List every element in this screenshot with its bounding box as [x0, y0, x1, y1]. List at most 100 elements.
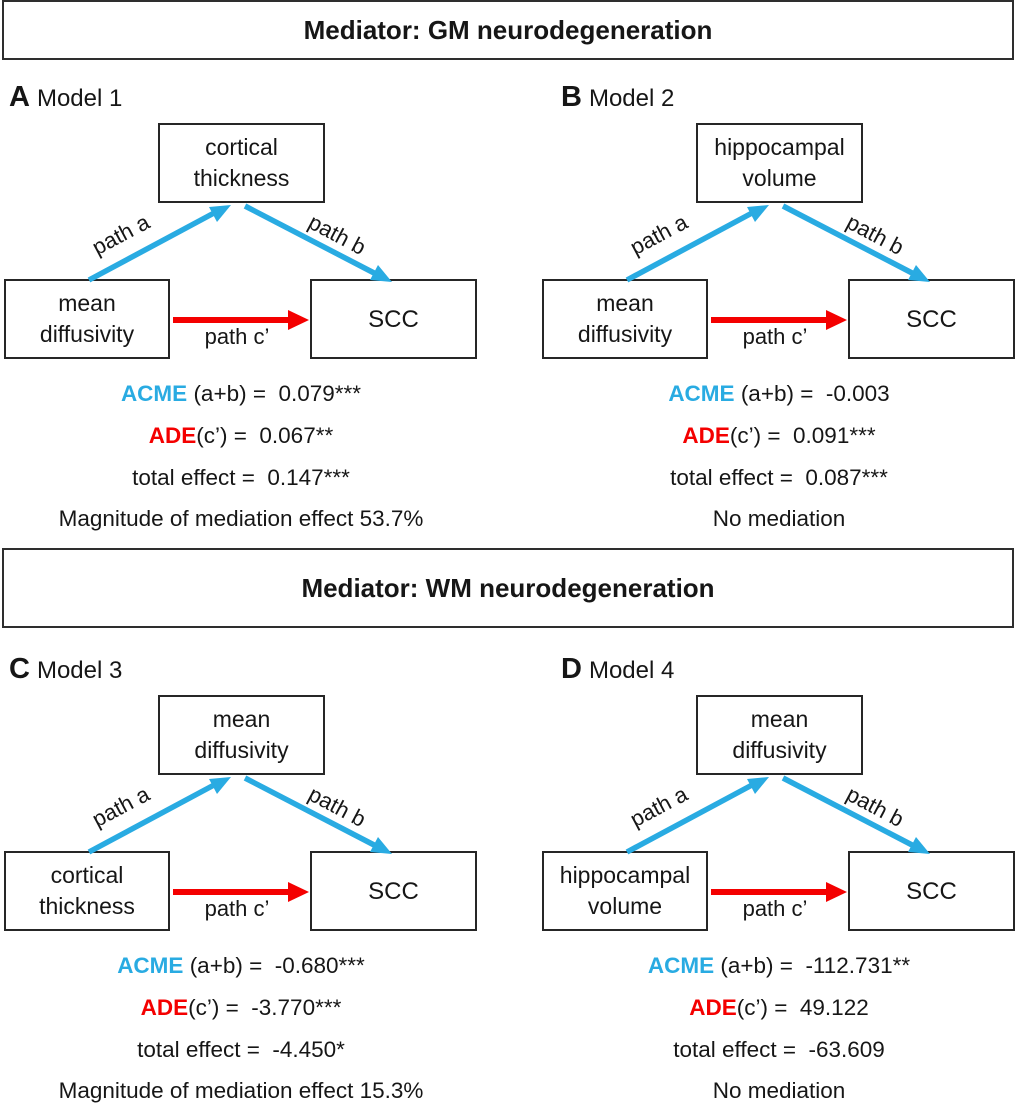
path-a-arrowhead [747, 777, 769, 794]
panel-b-model-name: Model 2 [588, 85, 675, 112]
predictor-label-line1: mean [596, 290, 654, 316]
path-a-label: path a [625, 209, 692, 260]
ade-line: ADE(c’) = -3.770*** [0, 995, 482, 1021]
path-a-arrowhead [747, 205, 769, 222]
outcome-box: SCC [848, 851, 1015, 931]
path-a-label: path a [87, 781, 154, 832]
ade-value: -3.770*** [251, 995, 342, 1020]
acme-line: ACME (a+b) = -0.003 [538, 381, 1020, 407]
total-expr: total effect = [132, 465, 268, 490]
mediator-box: mean diffusivity [696, 695, 863, 775]
acme-expr: (a+b) = [187, 381, 279, 406]
panel-d-model-name: Model 4 [588, 657, 675, 684]
path-a-label: path a [87, 209, 154, 260]
panel-a-label: A Model 1 [9, 83, 122, 113]
predictor-box: hippocampal volume [542, 851, 708, 931]
acme-term: ACME [668, 381, 735, 406]
path-a-label: path a [625, 781, 692, 832]
panel-a: A Model 1 cortical thickness mean diffus… [0, 75, 510, 537]
acme-line: ACME (a+b) = -112.731** [538, 953, 1020, 979]
ade-line: ADE(c’) = 49.122 [538, 995, 1020, 1021]
total-effect-line: total effect = 0.087*** [538, 465, 1020, 491]
acme-value: -0.680*** [274, 953, 365, 978]
total-value: -4.450* [272, 1037, 345, 1062]
panel-d-label: D Model 4 [561, 655, 674, 685]
gm-section-header-box: Mediator: GM neurodegeneration [2, 0, 1014, 60]
total-expr: total effect = [137, 1037, 273, 1062]
mediator-label-line1: hippocampal [714, 134, 845, 160]
acme-value: -0.003 [825, 381, 890, 406]
ade-line: ADE(c’) = 0.091*** [538, 423, 1020, 449]
mediator-label-line1: cortical [205, 134, 278, 160]
outcome-label: SCC [368, 877, 419, 905]
acme-expr: (a+b) = [714, 953, 806, 978]
predictor-label-line2: diffusivity [577, 321, 673, 347]
total-effect-line: total effect = -63.609 [538, 1037, 1020, 1063]
ade-value: 0.091*** [793, 423, 876, 448]
path-a-arrowhead [209, 205, 231, 222]
ade-expr: (c’) = [196, 423, 260, 448]
path-b-label: path b [304, 781, 371, 832]
predictor-label-line2: diffusivity [39, 321, 135, 347]
path-c-label: path c’ [742, 324, 808, 349]
ade-value: 0.067** [259, 423, 334, 448]
mediator-box: cortical thickness [158, 123, 325, 203]
acme-expr: (a+b) = [734, 381, 826, 406]
outcome-box: SCC [310, 279, 477, 359]
total-value: 0.087*** [805, 465, 888, 490]
total-expr: total effect = [673, 1037, 809, 1062]
mediator-label-line2: diffusivity [194, 737, 289, 763]
mediator-label-line1: mean [750, 706, 809, 732]
mediator-box: hippocampal volume [696, 123, 863, 203]
outcome-label: SCC [368, 305, 419, 333]
outcome-label: SCC [906, 305, 957, 333]
total-expr: total effect = [670, 465, 806, 490]
mediator-box: mean diffusivity [158, 695, 325, 775]
panel-d: D Model 4 mean diffusivity hippocampal v… [538, 647, 1020, 1109]
panel-a-letter: A [9, 81, 30, 113]
path-a-arrowhead [209, 777, 231, 794]
total-value: -63.609 [808, 1037, 885, 1062]
path-b-label: path b [842, 209, 909, 260]
acme-term: ACME [117, 953, 184, 978]
wm-section-header-box: Mediator: WM neurodegeneration [2, 548, 1014, 628]
conclusion-line: Magnitude of mediation effect 53.7% [58, 506, 424, 531]
path-c-label: path c’ [204, 896, 270, 921]
ade-expr: (c’) = [188, 995, 252, 1020]
panel-b: B Model 2 hippocampal volume mean diffus… [538, 75, 1020, 537]
predictor-box: mean diffusivity [542, 279, 708, 359]
wm-section-title: Mediator: WM neurodegeneration [301, 572, 715, 603]
panel-d-letter: D [561, 653, 582, 685]
acme-line: ACME (a+b) = 0.079*** [0, 381, 482, 407]
mediator-label-line2: thickness [193, 165, 290, 191]
predictor-label-line2: thickness [39, 893, 135, 919]
predictor-box: cortical thickness [4, 851, 170, 931]
conclusion-line: Magnitude of mediation effect 15.3% [58, 1078, 424, 1103]
panel-c-model-name: Model 3 [36, 657, 123, 684]
acme-value: -112.731** [805, 953, 911, 978]
path-b-label: path b [304, 209, 371, 260]
conclusion-line: No mediation [712, 1078, 846, 1103]
panel-b-label: B Model 2 [561, 83, 674, 113]
mediator-label-line2: diffusivity [732, 737, 827, 763]
ade-value: 49.122 [799, 995, 869, 1020]
total-effect-line: total effect = 0.147*** [0, 465, 482, 491]
panel-c-letter: C [9, 653, 30, 685]
predictor-label-line1: mean [58, 290, 116, 316]
ade-expr: (c’) = [736, 995, 800, 1020]
outcome-box: SCC [310, 851, 477, 931]
ade-term: ADE [140, 995, 189, 1020]
acme-expr: (a+b) = [183, 953, 275, 978]
ade-term: ADE [682, 423, 730, 448]
outcome-box: SCC [848, 279, 1015, 359]
panel-a-model-name: Model 1 [36, 85, 123, 112]
acme-line: ACME (a+b) = -0.680*** [0, 953, 482, 979]
outcome-label: SCC [906, 877, 957, 905]
path-c-label: path c’ [204, 324, 270, 349]
ade-line: ADE(c’) = 0.067** [0, 423, 482, 449]
total-effect-line: total effect = -4.450* [0, 1037, 482, 1063]
acme-term: ACME [120, 381, 188, 406]
conclusion-line: No mediation [712, 506, 846, 531]
acme-term: ACME [647, 953, 715, 978]
